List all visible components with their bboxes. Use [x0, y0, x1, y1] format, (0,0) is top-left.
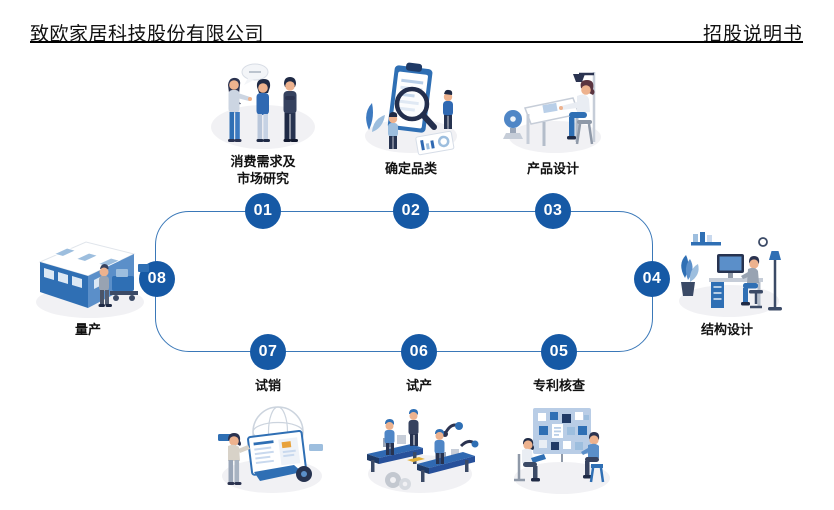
step-06-label: 试产 — [405, 378, 432, 393]
step-07-label: 试销 — [254, 378, 281, 393]
product-design-illustration — [497, 62, 609, 158]
mass-production-illustration — [28, 228, 152, 322]
patent-check-illustration — [505, 402, 617, 498]
trial-sales-illustration — [212, 402, 330, 498]
step-01-label: 消费需求及 市场研究 — [230, 154, 296, 186]
consumer-research-illustration — [197, 60, 327, 158]
structure-design-illustration — [667, 228, 787, 322]
step-03-circle: 03 — [535, 193, 571, 229]
step-06-circle: 06 — [401, 334, 437, 370]
header-rule — [30, 41, 803, 43]
trial-production-illustration — [361, 402, 479, 498]
step-02-label: 确定品类 — [384, 161, 437, 176]
step-05-label: 专利核查 — [532, 378, 585, 393]
document-type: 招股说明书 — [702, 24, 803, 45]
company-name: 致欧家居科技股份有限公司 — [30, 24, 265, 45]
step-07-circle: 07 — [250, 334, 286, 370]
step-08-label: 量产 — [74, 322, 101, 337]
process-loop-line — [155, 211, 653, 352]
step-04-label: 结构设计 — [700, 322, 753, 337]
step-04-circle: 04 — [634, 261, 670, 297]
step-02-circle: 02 — [393, 193, 429, 229]
step-03-label: 产品设计 — [526, 161, 579, 176]
category-selection-illustration — [355, 62, 467, 158]
step-01-circle: 01 — [245, 193, 281, 229]
step-05-circle: 05 — [541, 334, 577, 370]
